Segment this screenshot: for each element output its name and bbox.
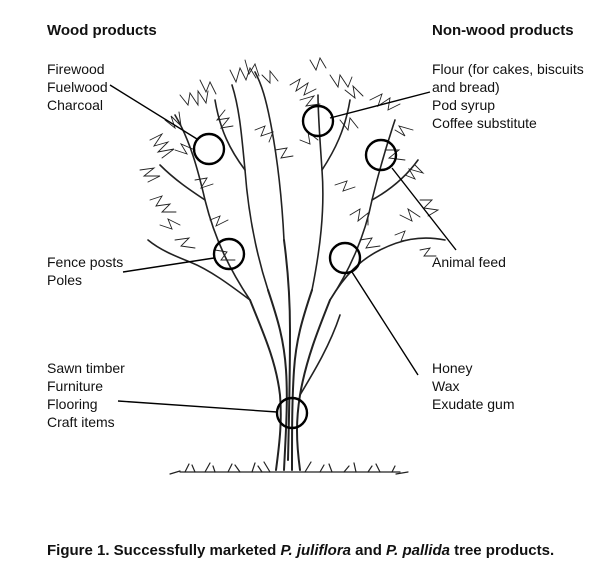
ground-grass bbox=[169, 461, 409, 475]
leader-firewood bbox=[109, 84, 198, 140]
leader-fence bbox=[122, 257, 215, 273]
label-firewood: Firewood bbox=[47, 61, 105, 77]
wood-group-timber: Sawn timber Furniture Flooring Craft ite… bbox=[47, 359, 125, 431]
circle-fence-posts bbox=[212, 237, 246, 271]
nonwood-group-feed: Animal feed bbox=[432, 253, 506, 271]
circle-flour bbox=[301, 104, 335, 138]
nonwood-group-bee: Honey Wax Exudate gum bbox=[432, 359, 515, 413]
label-coffee-substitute: Coffee substitute bbox=[432, 115, 537, 131]
circle-timber bbox=[275, 396, 309, 430]
caption-species1: P. juliflora bbox=[280, 542, 352, 559]
label-pod-syrup: Pod syrup bbox=[432, 97, 496, 113]
label-furniture: Furniture bbox=[47, 378, 104, 394]
label-sawn-timber: Sawn timber bbox=[47, 360, 125, 376]
caption-part2: and bbox=[351, 542, 387, 559]
heading-non-wood-products: Non-wood products bbox=[432, 22, 574, 39]
label-flooring: Flooring bbox=[47, 396, 98, 412]
leader-honey bbox=[351, 271, 419, 376]
heading-wood-products: Wood products bbox=[47, 22, 157, 39]
leader-flour bbox=[329, 91, 431, 119]
leader-timber bbox=[117, 400, 278, 413]
caption-part1: Figure 1. Successfully marketed bbox=[47, 542, 281, 559]
wood-group-fence: Fence posts Poles bbox=[47, 253, 123, 289]
caption-species2: P. pallida bbox=[386, 542, 450, 559]
caption-part3: tree products. bbox=[449, 542, 555, 559]
label-craft-items: Craft items bbox=[47, 414, 115, 430]
circle-animal-feed bbox=[328, 241, 362, 275]
label-exudate-gum: Exudate gum bbox=[432, 396, 515, 412]
trunk bbox=[249, 239, 331, 471]
label-flour: Flour (for cakes, biscuits bbox=[432, 61, 584, 77]
leader-lines bbox=[109, 84, 457, 413]
tree-drawing bbox=[139, 56, 446, 475]
label-and-bread: and bread) bbox=[432, 79, 500, 95]
nonwood-group-food: Flour (for cakes, biscuits and bread) Po… bbox=[432, 60, 584, 132]
label-fuelwood: Fuelwood bbox=[47, 79, 108, 95]
label-poles: Poles bbox=[47, 272, 83, 288]
figure-caption: Figure 1. Successfully marketed P. julif… bbox=[47, 541, 587, 560]
callout-circles bbox=[192, 104, 398, 430]
wood-group-fuel: Firewood Fuelwood Charcoal bbox=[47, 60, 108, 114]
label-wax: Wax bbox=[432, 378, 460, 394]
foliage bbox=[139, 56, 440, 261]
circle-pod bbox=[364, 138, 398, 172]
leader-animal-feed bbox=[391, 167, 457, 251]
circle-wood-upper bbox=[192, 132, 226, 166]
label-animal-feed: Animal feed bbox=[432, 254, 506, 270]
label-fence-posts: Fence posts bbox=[47, 254, 124, 270]
label-honey: Honey bbox=[432, 360, 473, 376]
label-charcoal: Charcoal bbox=[47, 97, 104, 113]
